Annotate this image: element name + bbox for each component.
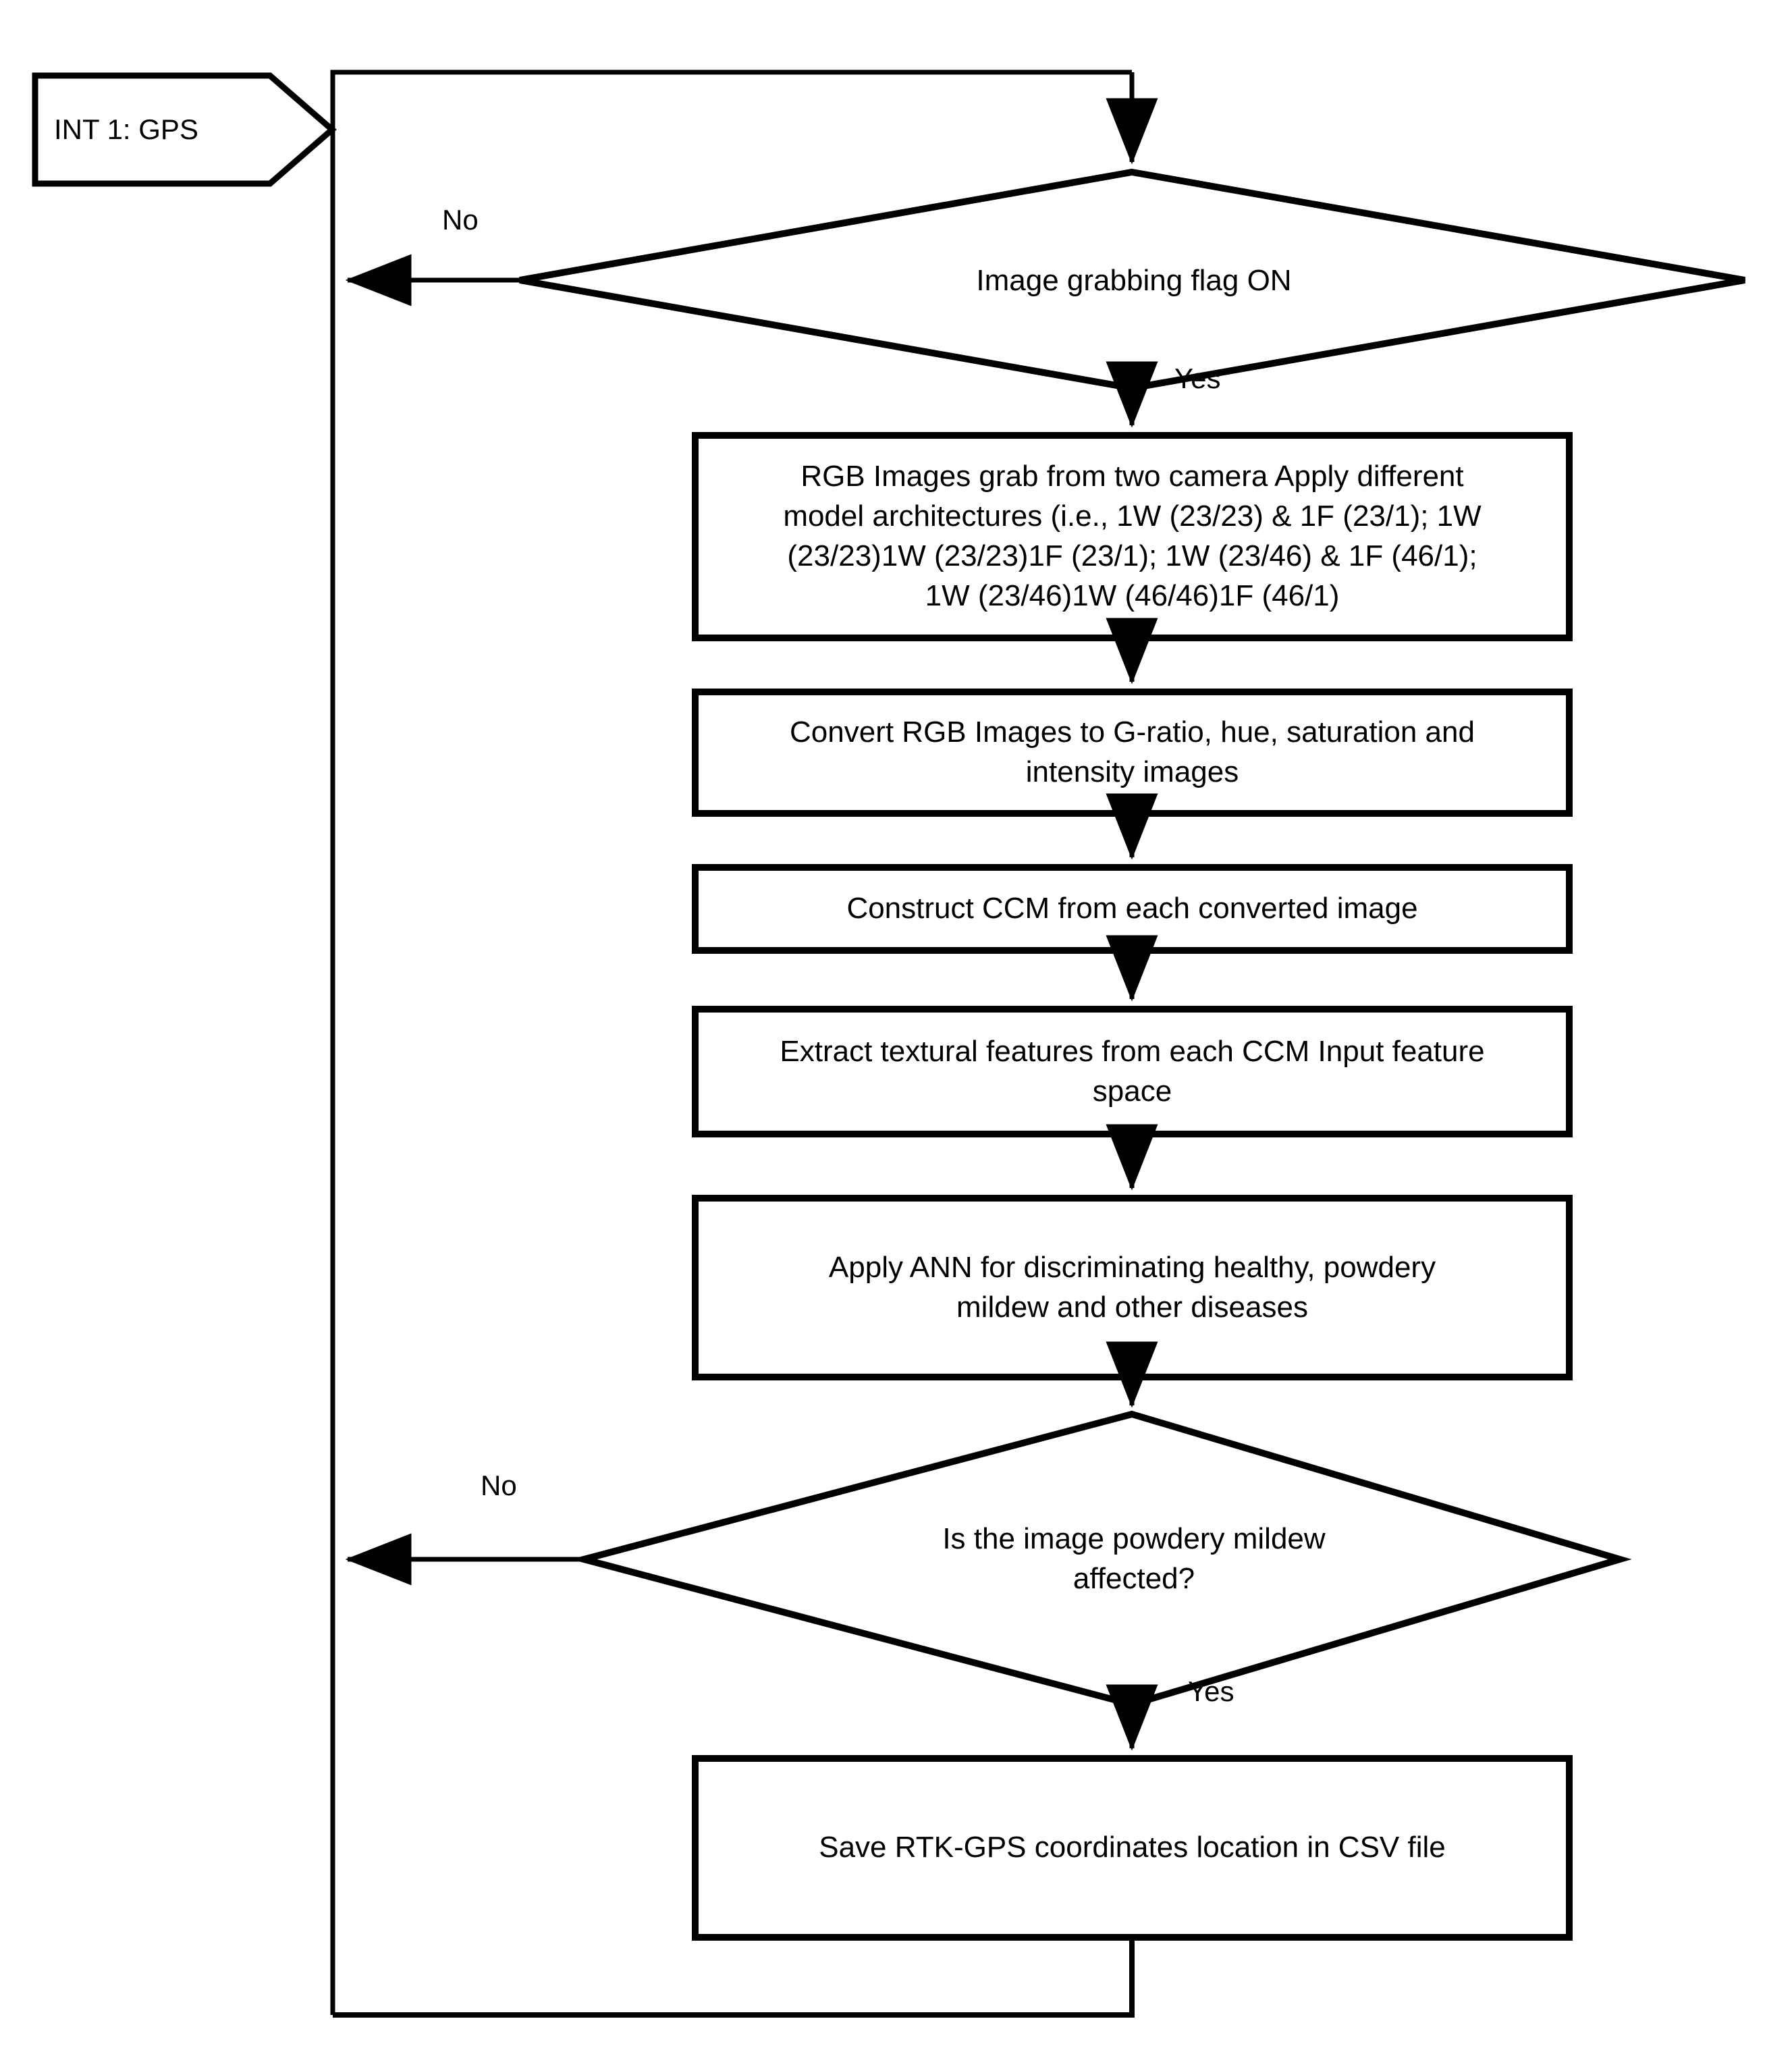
loopback-left-rail bbox=[330, 70, 1132, 2015]
process-rgb-grab-shape bbox=[692, 432, 1573, 641]
process-features-shape bbox=[692, 1006, 1573, 1137]
decision-powdery-shape bbox=[570, 1410, 1632, 1708]
process-convert-shape bbox=[692, 689, 1573, 817]
connector-loopback-bottom bbox=[333, 1937, 1135, 2018]
decision-grab-flag-shape bbox=[519, 168, 1745, 392]
process-ann-shape bbox=[692, 1195, 1573, 1380]
terminal-gps-shape bbox=[32, 72, 337, 187]
process-save-csv-shape bbox=[692, 1755, 1573, 1941]
process-ccm-shape bbox=[692, 864, 1573, 954]
